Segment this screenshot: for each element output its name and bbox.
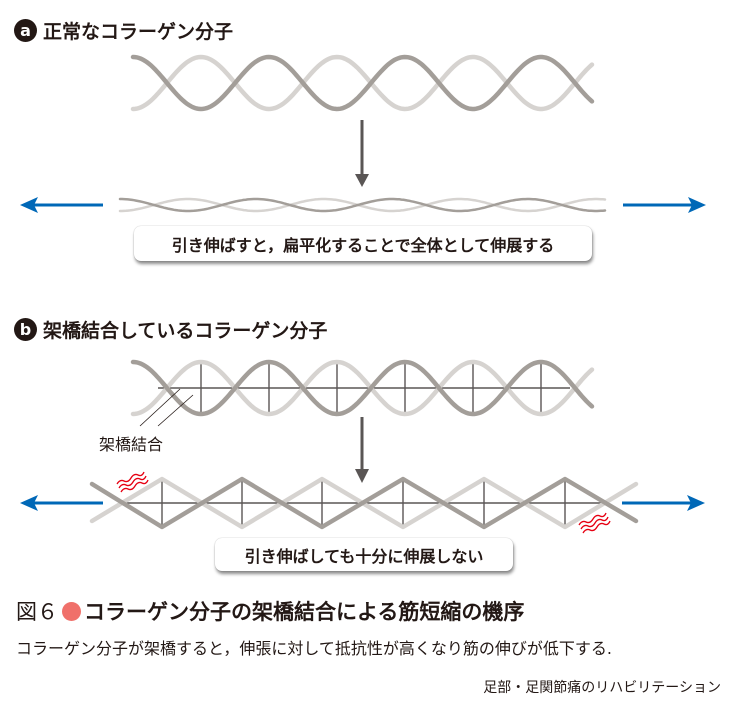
- arrow-down-b: [355, 417, 369, 483]
- strand-light: [118, 197, 607, 213]
- figure-title-text: コラーゲン分子の架橋結合による筋短縮の機序: [84, 600, 525, 624]
- strand-light: [130, 359, 595, 417]
- strand-dark: [89, 476, 639, 530]
- stretch-arrow-right-b: [622, 495, 705, 511]
- callout-b: 引き伸ばしても十分に伸展しない: [215, 538, 513, 571]
- figure-title: 図６ コラーゲン分子の架橋結合による筋短縮の機序: [16, 596, 524, 626]
- helix-crosslinked-stretched: [89, 476, 639, 530]
- panel-a-title: a 正常なコラーゲン分子: [14, 17, 233, 44]
- figure-caption: コラーゲン分子が架橋すると，伸張に対して抵抗性が高くなり筋の伸びが低下する.: [16, 639, 612, 658]
- helix-stretched-flat: [118, 197, 607, 213]
- figure-dot-icon: [62, 601, 81, 621]
- crosslink-leader-lines: [139, 388, 194, 427]
- strain-mark-right: [578, 512, 611, 534]
- panel-b-badge: b: [14, 318, 37, 341]
- callout-a: 引き伸ばすと，扁平化することで全体として伸展する: [134, 226, 592, 261]
- arrow-down-a: [355, 120, 369, 187]
- stretch-arrow-left-a: [20, 197, 103, 213]
- strand-light: [130, 54, 595, 112]
- panel-b-title: b 架橋結合しているコラーゲン分子: [14, 316, 327, 343]
- helix-crosslinked: [130, 359, 595, 417]
- strand-dark: [118, 197, 607, 213]
- crosslink-label: 架橋結合: [99, 435, 164, 454]
- callout-a-text: 引き伸ばすと，扁平化することで全体として伸展する: [171, 235, 555, 255]
- figure-source: 足部・足関節痛のリハビリテーション: [483, 680, 721, 696]
- strand-dark: [130, 54, 595, 112]
- panel-a-badge: a: [14, 19, 37, 42]
- callout-b-text: 引き伸ばしても十分に伸展しない: [244, 546, 484, 566]
- strain-mark-left: [116, 471, 149, 493]
- panel-a-title-text: 正常なコラーゲン分子: [43, 21, 234, 43]
- stretch-arrow-right-a: [623, 197, 706, 213]
- stretch-arrow-left-b: [20, 495, 103, 511]
- panel-b-title-text: 架橋結合しているコラーゲン分子: [43, 320, 328, 342]
- figure-number: 図６: [16, 600, 58, 624]
- strand-dark: [130, 359, 595, 417]
- helix-normal: [130, 54, 595, 112]
